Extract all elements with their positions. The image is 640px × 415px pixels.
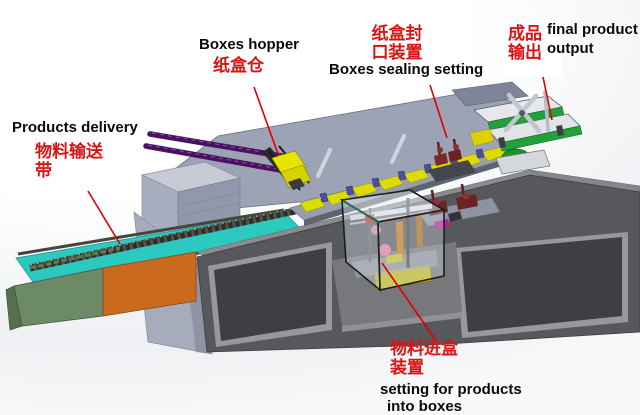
leader-line-final-product xyxy=(542,76,553,121)
carton-segment xyxy=(351,182,378,198)
leader-line-products-into-boxes xyxy=(381,262,438,343)
guide-rod xyxy=(390,134,406,164)
label-products-delivery-zh: 物料输送 带 xyxy=(27,138,113,187)
cross-rods xyxy=(503,90,550,134)
label-final-product-en: final product output xyxy=(547,21,638,57)
label-final-product-zh: 成品 输出 xyxy=(503,20,562,77)
products-delivery-conveyor xyxy=(5,185,399,331)
guide-rod xyxy=(316,148,332,178)
carton-segment xyxy=(403,168,430,184)
boxes-hopper xyxy=(262,145,312,191)
magenta-part xyxy=(434,219,450,229)
label-products-into-boxes-en: setting for products into boxes xyxy=(380,381,522,415)
label-products-delivery-en: Products delivery xyxy=(12,119,138,136)
label-boxes-hopper-zh: 纸盒仓 xyxy=(213,56,264,75)
products-into-boxes-enclosure xyxy=(339,189,447,292)
enclosure-glass xyxy=(339,189,447,292)
label-products-into-boxes-zh: 物料进盒 装置 xyxy=(390,339,458,377)
carton-segment xyxy=(377,175,404,191)
final-product-output-conveyor xyxy=(469,90,583,175)
leader-line-products-delivery xyxy=(87,190,121,245)
carton-segment xyxy=(299,197,326,213)
label-boxes-sealing-en: Boxes sealing setting xyxy=(329,61,484,78)
leader-lines xyxy=(87,76,553,343)
label-boxes-sealing-zh: 纸盒封 口装置 xyxy=(351,16,443,63)
sealing-clamps-upper xyxy=(428,138,476,182)
leader-line-boxes-sealing xyxy=(429,84,448,139)
label-boxes-hopper-en: Boxes hopper xyxy=(199,36,300,53)
leader-line-boxes-hopper xyxy=(253,86,279,155)
